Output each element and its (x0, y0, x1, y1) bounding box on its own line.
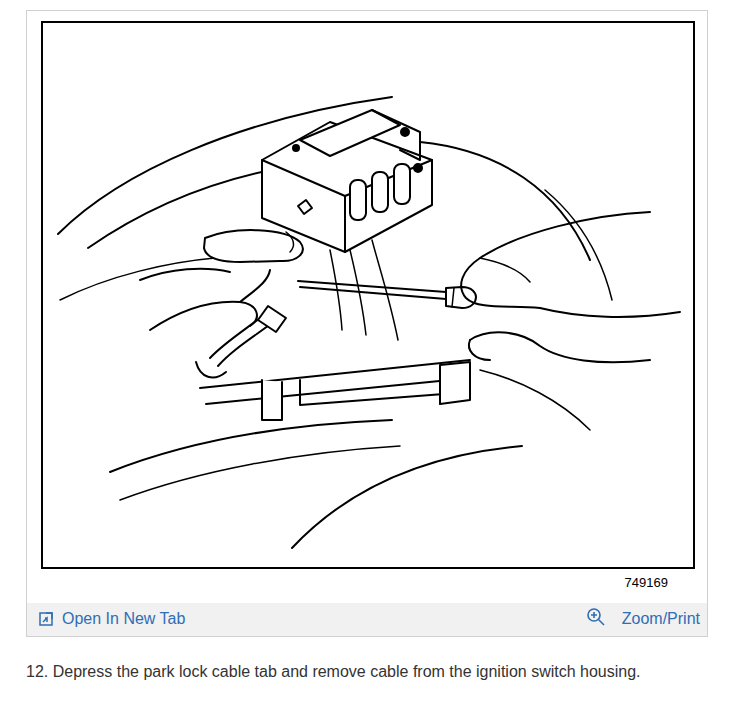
open-tab-link: Open In New Tab (62, 610, 185, 628)
toolbar-bar (27, 603, 707, 636)
ignition-switch-illustration (58, 97, 680, 548)
figure-card (27, 11, 708, 637)
new-tab-icon (40, 613, 52, 625)
step-caption: 12. Depress the park lock cable tab and … (26, 663, 641, 681)
figure-number: 749169 (625, 575, 668, 590)
zoom-icon (588, 609, 604, 625)
zoom-print-link: Zoom/Print (622, 610, 700, 628)
figure-frame (42, 22, 694, 568)
